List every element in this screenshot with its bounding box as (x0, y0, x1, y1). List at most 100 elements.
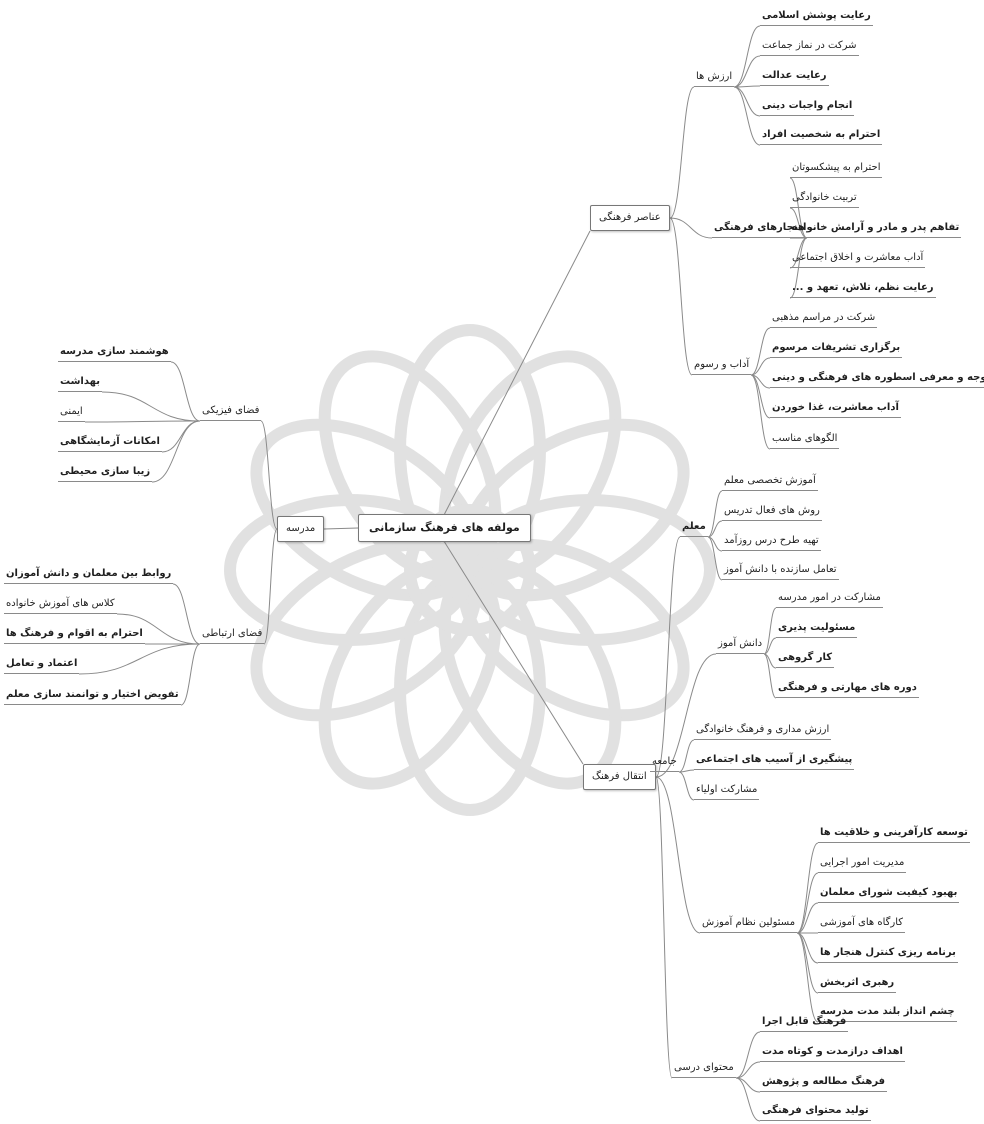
leaf-norms-3: تفاهم پدر و مادر و آرامش خانواده (790, 221, 962, 238)
node-norms[interactable]: هنجارهای فرهنگی (712, 221, 807, 238)
connector-57 (735, 1061, 761, 1079)
node-education-officials[interactable]: مسئولین نظام آموزش (700, 916, 798, 933)
leaf-officials-7: چشم انداز بلند مدت مدرسه (818, 1005, 957, 1022)
leaf-society-1: ارزش مداری و فرهنگ خانوادگی (694, 723, 832, 740)
connector-53 (796, 932, 819, 964)
connector-43 (763, 637, 777, 655)
leaf-physical-2: بهداشت (58, 375, 102, 392)
node-physical-space[interactable]: فضای فیزیکی (200, 404, 262, 421)
connector-32 (180, 643, 201, 706)
connector-4 (669, 217, 713, 239)
leaf-relational-4: اعتماد و تعامل (4, 657, 80, 674)
connector-9 (733, 86, 761, 117)
leaf-society-2: پیشگیری از آسیب های اجتماعی (694, 753, 855, 770)
connector-24 (101, 391, 201, 422)
leaf-physical-5: زیبا سازی محیطی (58, 465, 153, 482)
connector-25 (84, 420, 201, 423)
connector-7 (733, 55, 761, 88)
connector-6 (733, 25, 761, 88)
leaf-values-2: شرکت در نماز جماعت (760, 39, 859, 56)
connector-11 (789, 177, 808, 239)
leaf-customs-3: توجه و معرفی اسطوره های فرهنگی و دینی (770, 371, 984, 388)
node-curriculum[interactable]: محتوای درسی (672, 1061, 736, 1078)
leaf-relational-1: روابط بین معلمان و دانش آموزان (4, 567, 174, 584)
connector-2 (323, 527, 359, 530)
leaf-officials-1: توسعه کارآفرینی و خلاقیت ها (818, 826, 970, 843)
connector-36 (655, 776, 701, 934)
leaf-curriculum-4: تولید محتوای فرهنگی (760, 1104, 871, 1121)
leaf-officials-3: بهبود کیفیت شورای معلمان (818, 886, 960, 903)
root-node[interactable]: مولفه های فرهنگ سازمانی (358, 514, 531, 542)
leaf-teacher-4: تعامل سازنده با دانش آموز (722, 563, 839, 580)
connector-22 (263, 528, 278, 645)
connector-20 (750, 374, 771, 450)
connector-54 (796, 932, 819, 994)
leaf-physical-1: هوشمند سازی مدرسه (58, 345, 171, 362)
connector-21 (260, 420, 278, 530)
leaf-officials-2: مدیریت امور اجرایی (818, 856, 907, 873)
leaf-values-1: رعایت پوشش اسلامی (760, 9, 873, 26)
leaf-values-3: رعایت عدالت (760, 69, 829, 86)
leaf-norms-1: احترام به پیشکسوتان (790, 161, 883, 178)
leaf-customs-5: الگوهای مناسب (770, 432, 840, 449)
connector-3 (669, 86, 695, 219)
node-customs[interactable]: آداب و رسوم (692, 358, 752, 375)
connector-29 (116, 613, 201, 645)
connector-33 (655, 536, 681, 778)
connector-28 (172, 583, 201, 645)
node-cultural-elements[interactable]: عناصر فرهنگی (590, 205, 670, 231)
connector-50 (796, 872, 819, 934)
connector-37 (655, 776, 673, 1079)
connector-5 (669, 217, 693, 376)
leaf-values-5: احترام به شخصیت افراد (760, 128, 883, 145)
leaf-physical-3: ایمنی (58, 405, 85, 422)
leaf-officials-6: رهبری اثربخش (818, 976, 897, 993)
leaf-norms-5: رعایت نظم، تلاش، تعهد و ... (790, 281, 936, 298)
leaf-curriculum-1: فرهنگ قابل اجرا (760, 1015, 849, 1032)
leaf-norms-4: آداب معاشرت و اخلاق اجتماعی (790, 251, 926, 268)
connector-49 (796, 842, 819, 934)
connector-38 (707, 490, 723, 538)
node-relational-space[interactable]: فضای ارتباطی (200, 627, 265, 644)
leaf-teacher-3: تهیه طرح درس روزآمد (722, 534, 821, 551)
connector-56 (735, 1031, 761, 1079)
node-school[interactable]: مدرسه (277, 516, 325, 542)
connector-16 (750, 327, 771, 376)
leaf-values-4: انجام واجبات دینی (760, 99, 855, 116)
leaf-relational-2: کلاس های آموزش خانواده (4, 597, 117, 614)
leaf-officials-5: برنامه ریزی کنترل هنجار ها (818, 946, 958, 963)
node-values[interactable]: ارزش ها (694, 70, 735, 87)
leaf-student-3: کار گروهی (776, 651, 835, 668)
leaf-customs-2: برگزاری تشریفات مرسوم (770, 341, 903, 358)
leaf-student-4: دوره های مهارتی و فرهنگی (776, 681, 919, 698)
connector-8 (733, 85, 761, 88)
leaf-curriculum-2: اهداف درازمدت و کوتاه مدت (760, 1045, 905, 1062)
node-culture-transfer[interactable]: انتقال فرهنگ (583, 764, 656, 790)
connector-55 (796, 932, 819, 1023)
leaf-student-2: مسئولیت پذیری (776, 621, 858, 638)
connector-10 (733, 86, 761, 146)
connector-59 (735, 1077, 761, 1122)
leaf-physical-4: امکانات آزمایشگاهی (58, 435, 162, 452)
leaf-relational-3: احترام به اقوام و فرهنگ ها (4, 627, 145, 644)
leaf-curriculum-3: فرهنگ مطالعه و پژوهش (760, 1075, 888, 1092)
leaf-customs-1: شرکت در مراسم مذهبی (770, 311, 878, 328)
leaf-customs-4: آداب معاشرت، غذا خوردن (770, 401, 901, 418)
leaf-teacher-2: روش های فعال تدریس (722, 504, 822, 521)
connector-26 (161, 420, 201, 453)
connector-15 (789, 237, 808, 299)
leaf-student-1: مشارکت در امور مدرسه (776, 591, 883, 608)
leaf-society-3: مشارکت اولیاء (694, 783, 760, 800)
node-teacher[interactable]: معلم (680, 520, 708, 537)
connector-0 (444, 230, 591, 515)
leaf-relational-5: تفویض اختیار و توانمند سازی معلم (4, 688, 181, 705)
connector-39 (707, 520, 723, 538)
connector-41 (707, 536, 723, 581)
connector-45 (763, 653, 777, 699)
connector-31 (78, 643, 201, 675)
node-student[interactable]: دانش آموز (716, 637, 765, 654)
node-society[interactable]: جامعه (650, 755, 679, 772)
